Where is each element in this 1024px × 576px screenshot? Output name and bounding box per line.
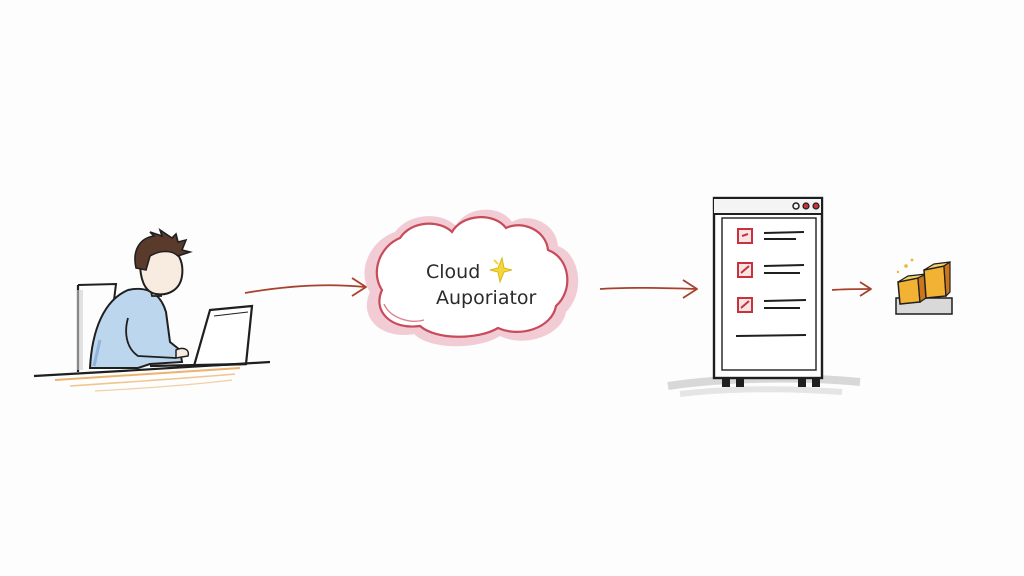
sparkle-icon <box>489 256 513 284</box>
cloud-label-line1: Cloud <box>426 261 480 283</box>
user-at-laptop-icon <box>33 228 271 392</box>
arrow-cloud-to-server <box>599 279 698 299</box>
arrow-server-to-bars <box>831 281 872 297</box>
server-rack-icon <box>667 196 861 397</box>
cloud-icon: Cloud Auporiator <box>364 209 579 347</box>
stacked-bars-icon <box>895 258 953 315</box>
arrow-user-to-cloud <box>244 277 367 297</box>
cloud-label-line2: Auporiator <box>436 287 537 309</box>
